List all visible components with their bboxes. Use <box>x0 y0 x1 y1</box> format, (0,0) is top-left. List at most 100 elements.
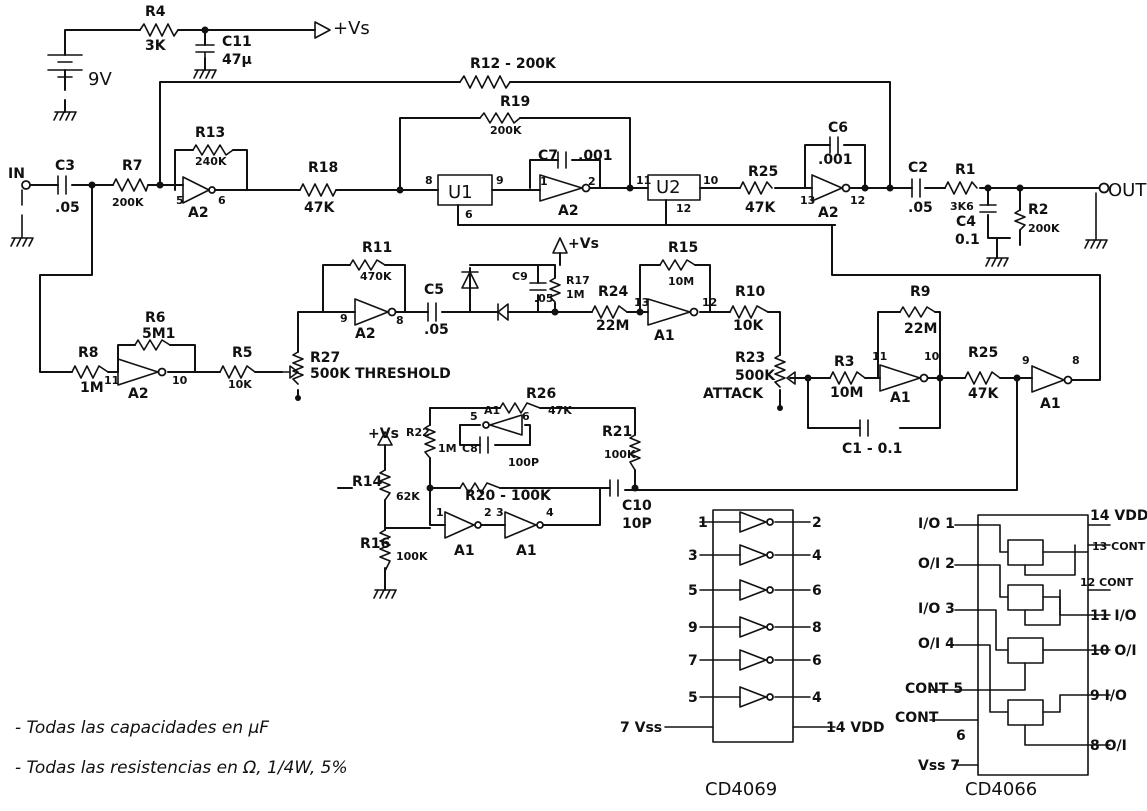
label-a2-4-out: 8 <box>396 314 404 327</box>
label-r26: R26 <box>526 386 556 402</box>
label-r11: R11 <box>362 240 392 256</box>
inverter-a2-1 <box>182 176 216 204</box>
label-a2-1-out: 6 <box>218 194 226 207</box>
label-r26-val: 47K <box>548 404 572 417</box>
label-r10-val: 10K <box>733 318 764 334</box>
label-a2-2-out: 2 <box>588 175 596 188</box>
label-a1-1-out: 12 <box>702 296 717 309</box>
label-a1-3-in: 9 <box>1022 354 1030 367</box>
label-r16: R16 <box>360 536 390 552</box>
label-a1-4: A1 <box>484 404 500 417</box>
cd4066-right-5: 10 O/I <box>1090 643 1137 659</box>
label-a2-5-out: 10 <box>172 374 188 387</box>
label-r14: R14 <box>352 474 383 490</box>
label-r2-val: 200K <box>1028 222 1060 235</box>
battery-symbol <box>47 54 83 78</box>
inverter-a1-6 <box>504 511 544 539</box>
label-c6: C6 <box>828 120 848 136</box>
label-a1-1: A1 <box>654 328 675 344</box>
resistors <box>71 23 1026 572</box>
label-in: IN <box>8 166 25 182</box>
label-r21-val: 100K <box>604 448 636 461</box>
label-r20: R20 - 100K <box>465 488 552 504</box>
label-r2: R2 <box>1028 202 1049 218</box>
r14-symbol <box>379 469 391 501</box>
label-c10-val: 10P <box>622 516 652 532</box>
ground-r16 <box>373 589 397 599</box>
label-a2-3-in: 13 <box>800 194 815 207</box>
cd4069-pin-l3: 5 <box>688 583 698 599</box>
label-c8: C8 <box>462 442 478 455</box>
label-r23: R23 <box>735 350 765 366</box>
label-c2: C2 <box>908 160 928 176</box>
grounds <box>10 69 1108 599</box>
inverter-a1-3 <box>1031 365 1073 393</box>
cd4066-left-8: Vss 7 <box>918 758 960 774</box>
cd4066-right-6: 9 I/O <box>1090 688 1127 704</box>
r21-symbol <box>629 434 641 471</box>
r23-wiper <box>786 371 809 385</box>
label-r12: R12 - 200K <box>470 56 557 72</box>
label-c9-val: .05 <box>534 292 554 305</box>
label-r10: R10 <box>735 284 766 300</box>
r16-symbol <box>379 529 391 572</box>
junctions <box>88 26 1024 492</box>
label-u2-p12: 12 <box>676 202 691 215</box>
cd4066-right-2: 13 CONT <box>1092 540 1146 553</box>
label-r25a: R25 <box>748 164 778 180</box>
label-r15-val: 10M <box>668 275 694 288</box>
r19-symbol <box>479 112 521 124</box>
label-r25b-val: 47K <box>968 386 999 402</box>
cd4069-pin-l1: 1 <box>698 515 708 531</box>
ground-c11 <box>193 69 217 79</box>
label-r27: R27 <box>310 350 340 366</box>
inverter-a1-1 <box>647 298 699 326</box>
r18-symbol <box>299 183 337 197</box>
label-c6-val: .001 <box>818 152 853 168</box>
c5-symbol <box>427 302 437 322</box>
r7-symbol <box>112 178 149 192</box>
cd4069-pin-r1: 2 <box>812 515 822 531</box>
label-u1-p9: 9 <box>496 174 504 187</box>
cd4069-pin-l5: 7 <box>688 653 698 669</box>
ground-battery <box>53 111 77 121</box>
r4-symbol <box>139 23 179 37</box>
label-u2: U2 <box>656 177 681 198</box>
label-a1-3: A1 <box>1040 396 1061 412</box>
label-r25b: R25 <box>968 345 998 361</box>
cd4069-vss: 7 Vss <box>620 720 662 736</box>
cd4066-right-4: 11 I/O <box>1090 608 1137 624</box>
label-r16-val: 100K <box>396 550 428 563</box>
label-r15: R15 <box>668 240 698 256</box>
label-c1: C1 - 0.1 <box>842 441 902 457</box>
label-r24-val: 22M <box>596 318 629 334</box>
diodes <box>461 271 509 321</box>
cd4069-name: CD4069 <box>705 779 777 800</box>
label-r22-val: 1M <box>438 442 457 455</box>
label-c5-val: .05 <box>424 322 449 338</box>
label-u2-p10: 10 <box>703 174 719 187</box>
label-a2-2: A2 <box>558 203 579 219</box>
vs-left-arrow <box>377 431 393 446</box>
cd4066-left-4: O/I 4 <box>918 636 955 652</box>
label-r21: R21 <box>602 424 632 440</box>
label-a1-6: A1 <box>516 543 537 559</box>
r23-symbol <box>774 354 786 388</box>
label-vs-mid: +Vs <box>568 236 599 252</box>
cd4069-pin-r2: 4 <box>812 548 822 564</box>
label-r13: R13 <box>195 125 225 141</box>
wires <box>29 29 1101 591</box>
c2-symbol <box>911 178 921 198</box>
label-r6-val: 5M1 <box>142 326 175 342</box>
label-r17: R17 <box>566 274 590 287</box>
label-a2-2-in: 1 <box>540 175 548 188</box>
c9-symbol <box>529 282 547 291</box>
label-a1-6-in: 3 <box>496 506 504 519</box>
c3-symbol <box>57 175 67 195</box>
cd4066-name: CD4066 <box>965 779 1037 800</box>
label-r18: R18 <box>308 160 338 176</box>
label-r9-val: 22M <box>904 321 937 337</box>
label-r1: R1 <box>955 162 976 178</box>
r27-symbol <box>292 351 304 385</box>
note-resistors: - Todas las resistencias en Ω, 1/4W, 5% <box>15 758 348 778</box>
